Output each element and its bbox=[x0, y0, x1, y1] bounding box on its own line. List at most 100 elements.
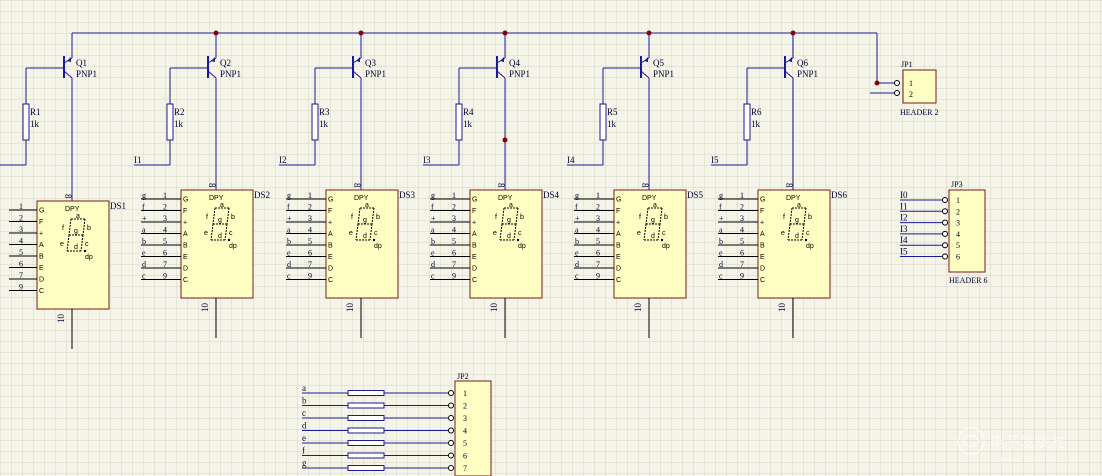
display-pin-net: c bbox=[287, 272, 291, 281]
display-pin-net: f bbox=[142, 203, 145, 212]
display-pin-num: 3 bbox=[596, 214, 600, 223]
display-segment-2 bbox=[82, 218, 86, 236]
display-pin-seg: D bbox=[183, 266, 188, 273]
jp2-pin-num: 3 bbox=[463, 414, 467, 423]
display-pin-num: 6 bbox=[452, 249, 456, 258]
display-pin-seg: B bbox=[39, 254, 44, 261]
display-pin-net: e bbox=[719, 249, 723, 258]
display-pin-seg: A bbox=[760, 231, 765, 238]
display-pin-seg: A bbox=[472, 231, 477, 238]
display-face-label: g bbox=[795, 217, 799, 224]
display-pin-net: d bbox=[142, 260, 146, 269]
display-pin-net: g bbox=[575, 191, 579, 200]
jp3-net-label: I2 bbox=[900, 213, 908, 223]
display-pin-net: b bbox=[287, 237, 291, 246]
display-pin-num: 7 bbox=[308, 260, 312, 269]
display-pin-seg: C bbox=[39, 288, 44, 295]
jp2-net-label: d bbox=[302, 421, 307, 431]
transistor-ref: Q5 bbox=[653, 58, 664, 68]
jp3-net-label: I0 bbox=[900, 190, 908, 200]
display-segment-1 bbox=[789, 207, 793, 225]
display-bottom-pin-label: 10 bbox=[633, 303, 643, 313]
resistor-body bbox=[455, 103, 463, 141]
display-pin-seg: + bbox=[328, 220, 332, 227]
display-face-label: b bbox=[520, 214, 524, 221]
display-pin-num: 5 bbox=[19, 248, 23, 257]
display-face-label: d bbox=[218, 233, 222, 240]
display-title: DPY bbox=[786, 195, 801, 202]
transistor-arrow bbox=[356, 57, 360, 62]
jp3-pin-terminal bbox=[942, 242, 948, 249]
display-segment-1 bbox=[645, 207, 649, 225]
display-face-label: f bbox=[495, 214, 497, 221]
display-pin-num: 2 bbox=[740, 203, 744, 212]
jp3-pin-terminal bbox=[942, 230, 948, 237]
jp2-series-resistor bbox=[347, 440, 385, 446]
transistor-collector-leg bbox=[640, 70, 650, 79]
display-title: DPY bbox=[498, 195, 513, 202]
display-face-label: a bbox=[509, 202, 513, 209]
display-face-label: a bbox=[653, 202, 657, 209]
resistor-value: 1k bbox=[463, 119, 473, 129]
display-segment-5 bbox=[513, 223, 517, 241]
display-face-label: g bbox=[218, 217, 222, 224]
jp3-pin-terminal bbox=[942, 219, 948, 226]
display-face-label: f bbox=[62, 225, 64, 232]
display-pin-net: a bbox=[575, 226, 579, 235]
display-pin-num: 1 bbox=[740, 191, 744, 200]
display-pin-num: 5 bbox=[308, 237, 312, 246]
display-pin-net: f bbox=[575, 203, 578, 212]
jp3-pin-terminal bbox=[942, 197, 948, 203]
display-pin-net: c bbox=[431, 272, 435, 281]
jp3-name: HEADER 6 bbox=[949, 276, 987, 285]
transistor-collector-leg bbox=[207, 70, 217, 79]
resistor-ref: R5 bbox=[607, 107, 618, 117]
display-pin-num: 4 bbox=[19, 237, 23, 246]
jp3-pin-num: 4 bbox=[956, 230, 960, 239]
display-pin-num: 2 bbox=[452, 203, 456, 212]
display-segment-2 bbox=[371, 207, 375, 225]
display-face-label: e bbox=[637, 230, 641, 237]
display-face-label: c bbox=[374, 230, 378, 237]
display-segment-4 bbox=[499, 223, 503, 241]
display-face-label: c bbox=[662, 230, 666, 237]
display-dp-dot bbox=[83, 249, 87, 253]
transistor-type: PNP1 bbox=[797, 69, 818, 79]
display-face-label: dp bbox=[806, 243, 814, 250]
display-ref: DS4 bbox=[543, 190, 560, 200]
transistor-arrow bbox=[67, 57, 71, 62]
display-face-label: e bbox=[60, 241, 64, 248]
display-body bbox=[469, 189, 543, 299]
jp2-pin-terminal bbox=[448, 427, 454, 434]
display-title: DPY bbox=[65, 206, 80, 213]
resistor-value: 1k bbox=[319, 119, 329, 129]
display-pin-num: 4 bbox=[596, 226, 600, 235]
display-bottom-pin-label: 10 bbox=[345, 303, 355, 313]
transistor-collector-leg bbox=[352, 70, 362, 79]
display-pin-seg: F bbox=[328, 208, 332, 215]
transistor-type: PNP1 bbox=[220, 69, 241, 79]
common-pin-label: 8 bbox=[784, 183, 794, 188]
display-segment-1 bbox=[68, 218, 72, 236]
display-face-label: c bbox=[518, 230, 522, 237]
display-pin-num: 9 bbox=[596, 272, 600, 281]
display-pin-num: 9 bbox=[740, 272, 744, 281]
display-face-label: e bbox=[349, 230, 353, 237]
display-segment-5 bbox=[80, 234, 84, 252]
resistor-value: 1k bbox=[174, 119, 184, 129]
display-title: DPY bbox=[642, 195, 657, 202]
base-net-label: I1 bbox=[134, 155, 142, 165]
display-face-label: e bbox=[204, 230, 208, 237]
display-face-label: d bbox=[795, 233, 799, 240]
display-pin-seg: E bbox=[328, 254, 333, 261]
display-face-label: b bbox=[376, 214, 380, 221]
display-pin-net: d bbox=[719, 260, 723, 269]
display-dp-dot bbox=[516, 238, 520, 242]
display-face-label: a bbox=[220, 202, 224, 209]
jp2-pin-terminal bbox=[448, 452, 454, 459]
display-pin-num: 5 bbox=[740, 237, 744, 246]
transistor-collector-leg bbox=[496, 70, 506, 79]
